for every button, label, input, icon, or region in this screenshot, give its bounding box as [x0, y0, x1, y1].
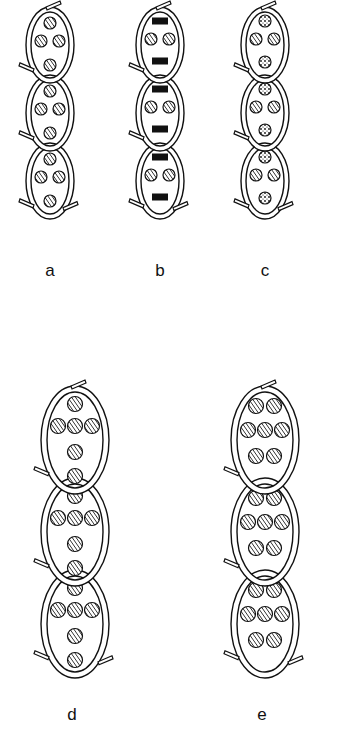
ring-chain	[19, 1, 78, 219]
panel-letter: a	[45, 262, 54, 279]
panel-letter: e	[257, 706, 266, 723]
ring-chain	[34, 380, 113, 678]
panel-letter: d	[67, 706, 76, 723]
ring-chain	[234, 1, 293, 219]
panel-letter: b	[155, 262, 164, 279]
ring-chain	[224, 380, 303, 678]
ring-chain	[129, 1, 188, 219]
panel-letter: c	[261, 262, 270, 279]
